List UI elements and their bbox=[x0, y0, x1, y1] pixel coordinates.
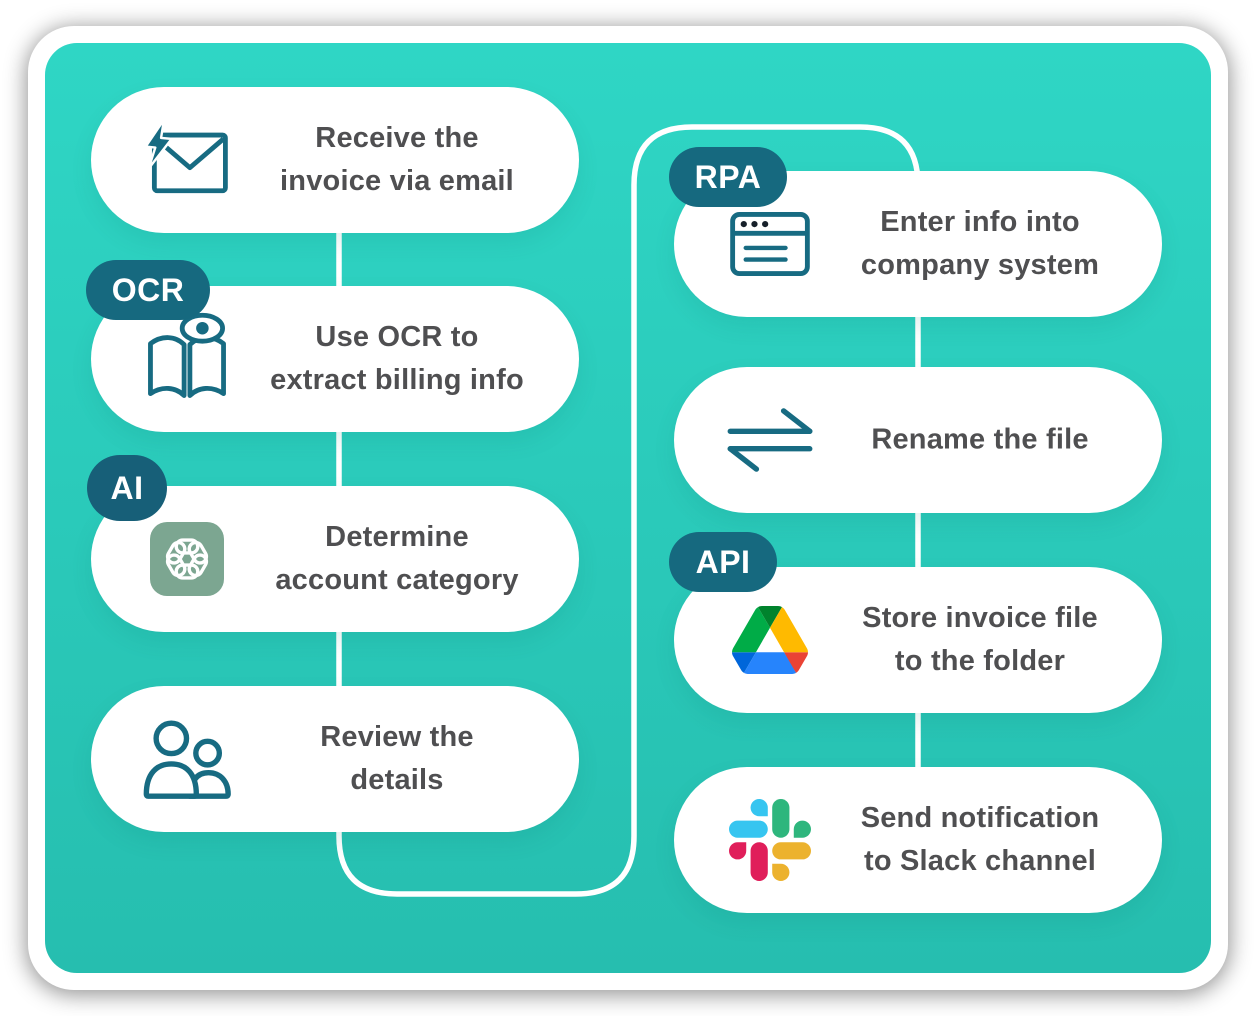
ai-badge: AI bbox=[87, 455, 167, 521]
step-label: Rename the file bbox=[871, 423, 1089, 456]
step-review-details: Review the details bbox=[91, 686, 579, 832]
workflow-panel: Receive the invoice via email Use OCR to… bbox=[45, 43, 1211, 973]
workflow-card: Receive the invoice via email Use OCR to… bbox=[28, 26, 1228, 990]
step-label: Store invoice file to the folder bbox=[862, 602, 1098, 677]
transfer-arrows-icon bbox=[718, 367, 822, 513]
book-eye-icon bbox=[135, 286, 239, 432]
step-label: Receive the invoice via email bbox=[280, 122, 514, 197]
people-icon bbox=[135, 686, 239, 832]
slack-icon bbox=[718, 767, 822, 913]
step-label: Determine account category bbox=[275, 521, 519, 596]
google-drive-icon bbox=[718, 567, 822, 713]
connector-lines bbox=[336, 124, 921, 897]
email-bolt-icon bbox=[135, 87, 239, 233]
openai-icon bbox=[135, 486, 239, 632]
step-receive-invoice: Receive the invoice via email bbox=[91, 87, 579, 233]
api-badge: API bbox=[669, 532, 777, 592]
step-label: Send notification to Slack channel bbox=[860, 802, 1100, 877]
rpa-badge: RPA bbox=[669, 147, 787, 207]
step-send-notification: Send notification to Slack channel bbox=[674, 767, 1162, 913]
step-determine-category: Determine account category bbox=[91, 486, 579, 632]
step-rename-file: Rename the file bbox=[674, 367, 1162, 513]
ocr-badge: OCR bbox=[86, 260, 210, 320]
step-label: Use OCR to extract billing info bbox=[270, 321, 524, 396]
step-label: Enter info into company system bbox=[860, 206, 1100, 281]
browser-window-icon bbox=[718, 171, 822, 317]
step-label: Review the details bbox=[320, 721, 474, 796]
step-store-invoice: Store invoice file to the folder bbox=[674, 567, 1162, 713]
